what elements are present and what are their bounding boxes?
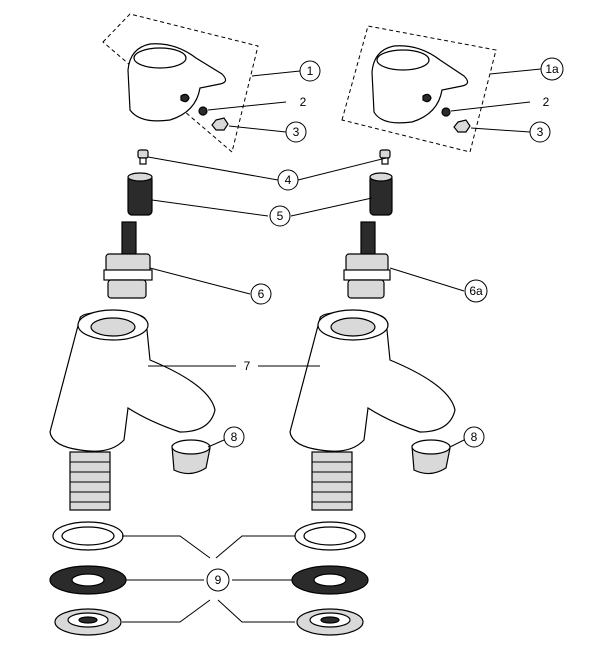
right-aerator xyxy=(411,439,451,475)
left-tap-assembly xyxy=(49,13,259,636)
svg-text:1: 1 xyxy=(307,64,314,78)
right-threaded-tail xyxy=(311,451,353,511)
left-lever-handle xyxy=(127,43,227,122)
svg-text:6: 6 xyxy=(258,287,265,301)
right-washers xyxy=(291,521,369,636)
right-spline-adaptor xyxy=(369,172,393,216)
callout-4: 4 xyxy=(277,169,299,191)
svg-text:3: 3 xyxy=(537,125,544,139)
left-tap-body xyxy=(49,309,216,452)
left-spline-adaptor xyxy=(127,172,153,216)
left-small-screw xyxy=(137,149,149,165)
callout-8-left: 8 xyxy=(223,426,245,448)
callout-6: 6 xyxy=(250,283,272,305)
right-handle-kit-box xyxy=(341,25,497,153)
leader-lines xyxy=(122,68,542,623)
right-small-screw xyxy=(379,149,391,165)
svg-text:3: 3 xyxy=(293,125,300,139)
right-headwork-cartridge xyxy=(343,221,391,299)
callout-5: 5 xyxy=(269,205,291,227)
callout-3-right: 3 xyxy=(529,121,551,143)
left-threaded-tail xyxy=(69,451,111,511)
svg-text:8: 8 xyxy=(471,430,478,444)
right-tap-body xyxy=(289,309,456,452)
svg-text:6a: 6a xyxy=(469,284,483,298)
left-grub-screw xyxy=(198,106,208,116)
callout-1: 1 xyxy=(299,60,321,82)
right-tap-assembly xyxy=(289,25,497,636)
left-cap-nut xyxy=(211,117,229,131)
left-headwork-cartridge xyxy=(103,221,153,299)
svg-text:4: 4 xyxy=(285,173,292,187)
callout-7: 7 xyxy=(244,359,251,373)
right-grub-screw xyxy=(441,107,451,117)
svg-text:2: 2 xyxy=(543,95,550,109)
callout-6a: 6a xyxy=(464,279,488,303)
svg-text:5: 5 xyxy=(277,209,284,223)
callout-2-left: 2 xyxy=(300,95,307,109)
callout-9: 9 xyxy=(206,568,230,592)
left-aerator xyxy=(171,439,211,475)
svg-text:9: 9 xyxy=(215,573,222,587)
svg-text:1a: 1a xyxy=(545,62,559,76)
svg-text:8: 8 xyxy=(231,430,238,444)
left-washers xyxy=(49,521,127,636)
svg-text:2: 2 xyxy=(300,95,307,109)
callout-1a: 1a xyxy=(540,57,564,81)
callout-8-right: 8 xyxy=(463,426,485,448)
callout-3-left: 3 xyxy=(285,121,307,143)
right-lever-handle xyxy=(371,45,469,124)
callout-2-right: 2 xyxy=(543,95,550,109)
left-handle-kit-box xyxy=(102,13,259,153)
svg-text:7: 7 xyxy=(244,359,251,373)
right-cap-nut xyxy=(453,119,471,133)
